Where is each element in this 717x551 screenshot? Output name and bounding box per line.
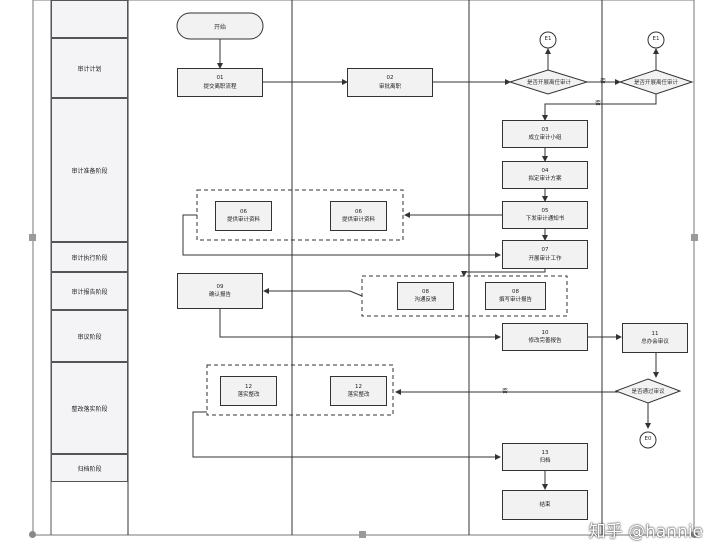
decision-d1 [508, 69, 589, 95]
connector-c3 [639, 431, 657, 449]
phase-audit-preparation: 审计准备阶段 [51, 98, 128, 242]
step-08-b-num: 08 [512, 288, 519, 295]
step-08-a: 08 沟通反馈 [397, 282, 454, 310]
connector-c1 [539, 31, 557, 49]
resize-handle-bottom-right[interactable] [691, 531, 698, 538]
decision-d3 [614, 378, 682, 404]
step-12-a: 12 落实整改 [220, 376, 277, 406]
start-terminator [176, 12, 264, 40]
phase-header [51, 0, 128, 38]
step-09-text: 确认报告 [208, 292, 231, 298]
connector-c2 [647, 31, 665, 49]
step-03-num: 03 [541, 126, 549, 133]
step-11-num: 11 [651, 330, 659, 337]
step-13: 13 归档 [502, 443, 588, 471]
step-12-a-num: 12 [245, 383, 252, 390]
step-01-text: 提交离职流程 [203, 83, 237, 90]
resize-handle-bottom[interactable] [359, 531, 366, 538]
phase-review: 审议阶段 [51, 310, 128, 362]
group-12 [206, 364, 394, 416]
branch-label-no-2: 否 [595, 100, 602, 107]
step-11-text: 总办会审议 [641, 339, 669, 345]
decision-d3-label: 是否通过审议 [631, 389, 665, 395]
step-07-num: 07 [541, 247, 549, 254]
connector-c2-label: E1 [652, 36, 660, 42]
decision-d1-label: 是否开展离任审计 [526, 80, 571, 86]
resize-handle-bottom-left[interactable] [29, 531, 36, 538]
step-06-a: 06 提供审计资料 [215, 201, 272, 231]
phase-audit-plan: 审计计划 [51, 38, 128, 98]
step-11: 11 总办会审议 [622, 323, 688, 353]
step-08-a-num: 08 [422, 288, 429, 295]
step-05-text: 下发审计通知书 [525, 216, 565, 222]
step-06-b: 06 提供审计资料 [330, 201, 387, 231]
phase-audit-report: 审计报告阶段 [51, 272, 128, 310]
step-12-b-text: 落实整改 [347, 392, 370, 398]
step-04-num: 04 [541, 167, 549, 174]
branch-label-no-3: 否 [502, 388, 509, 395]
step-13-num: 13 [541, 449, 549, 456]
step-12-b-num: 12 [355, 383, 362, 390]
step-10-text: 修改完善报告 [528, 338, 562, 344]
decision-d2 [618, 69, 694, 95]
step-10-num: 10 [541, 329, 549, 336]
step-03-text: 成立审计小组 [528, 135, 562, 141]
step-02: 02 审批离职 [347, 68, 433, 97]
step-09-num: 09 [216, 283, 224, 290]
branch-label-no-1: 否 [600, 78, 607, 85]
decision-d2-label: 是否开展离任审计 [633, 80, 678, 86]
step-06-b-text: 提供审计资料 [341, 217, 375, 223]
resize-handle-right[interactable] [691, 234, 698, 241]
start-label: 开始 [213, 23, 226, 31]
step-12-b: 12 落实整改 [330, 376, 387, 406]
step-12-a-text: 落实整改 [237, 392, 260, 398]
step-06-a-text: 提供审计资料 [226, 217, 260, 223]
step-07-text: 开展审计工作 [528, 255, 562, 262]
phase-archive: 归档阶段 [51, 454, 128, 482]
step-01-num: 01 [216, 75, 224, 82]
phase-rectification: 整改落实阶段 [51, 362, 128, 454]
step-05: 05 下发审计通知书 [502, 201, 588, 229]
step-02-text: 审批离职 [378, 83, 401, 90]
step-01: 01 提交离职流程 [177, 68, 263, 97]
step-10: 10 修改完善报告 [502, 323, 588, 351]
step-02-num: 02 [386, 75, 394, 82]
step-09: 09 确认报告 [177, 273, 263, 309]
step-06-a-num: 06 [240, 208, 247, 215]
step-04-text: 拟定审计方案 [528, 176, 562, 182]
step-07: 07 开展审计工作 [502, 240, 588, 269]
end-box: 结束 [502, 490, 588, 520]
phase-audit-execution: 审计执行阶段 [51, 242, 128, 272]
step-08-b-text: 撰写审计报告 [498, 297, 532, 303]
step-08-b: 08 撰写审计报告 [485, 282, 546, 310]
step-03: 03 成立审计小组 [502, 120, 588, 148]
step-08-a-text: 沟通反馈 [414, 297, 437, 303]
step-06-b-num: 06 [355, 208, 362, 215]
step-13-text: 归档 [539, 458, 551, 464]
end-text: 结束 [539, 501, 551, 508]
watermark: 知乎 @hannie [588, 522, 703, 542]
step-04: 04 拟定审计方案 [502, 161, 588, 189]
connector-c1-label: E1 [544, 36, 552, 42]
step-05-num: 05 [541, 207, 549, 214]
connector-c3-label: E0 [644, 436, 652, 442]
resize-handle-left[interactable] [29, 234, 36, 241]
